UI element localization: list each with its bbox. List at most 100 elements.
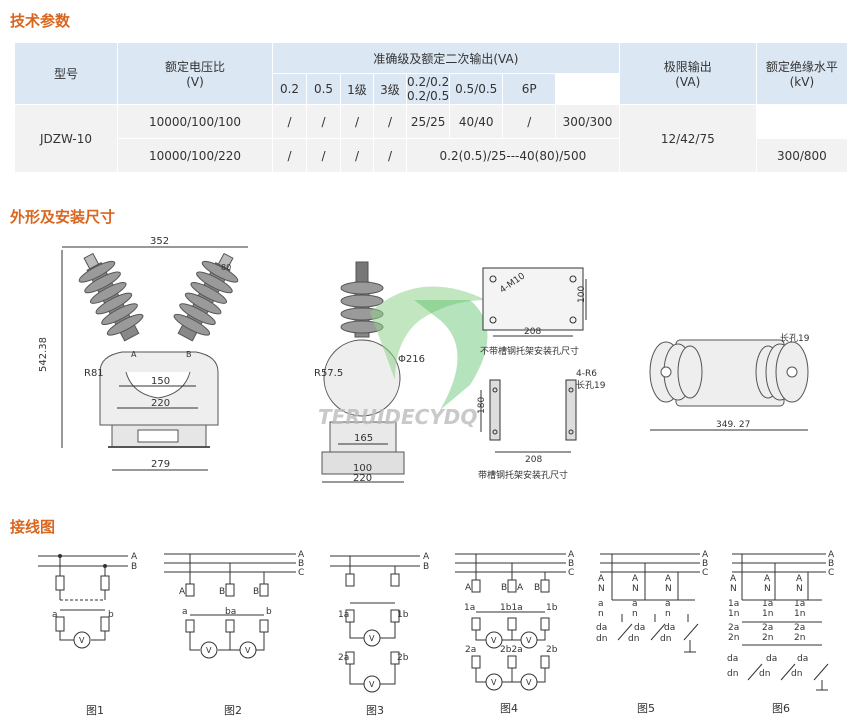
dim-349: 349. 27 <box>716 420 750 430</box>
f6-N2: N <box>764 584 771 594</box>
insulator-a <box>78 252 144 342</box>
f2-ba: ba <box>225 607 236 617</box>
header-limit: 极限输出(VA) <box>618 42 757 105</box>
cell: / <box>306 138 341 173</box>
f6-dn2: dn <box>759 669 770 679</box>
f5-A3: A <box>632 574 639 584</box>
f3-B: B <box>423 562 429 572</box>
side-view-drawing <box>321 261 405 483</box>
cell-merged: 0.2(0.5)/25---40(80)/500 <box>406 138 620 173</box>
section-title-dimensions: 外形及安装尺寸 <box>10 208 116 226</box>
f6-N: N <box>730 584 737 594</box>
sub-header: 0.5/0.5 <box>449 73 504 105</box>
front-view-drawing <box>61 246 248 471</box>
insulator-b <box>173 252 239 342</box>
f6-dn3: dn <box>791 669 802 679</box>
fig-label-2: 图2 <box>224 704 242 717</box>
f6-2a: 2a <box>728 623 739 633</box>
f1-V: V <box>79 636 85 645</box>
dim-r57: R57.5 <box>314 368 343 379</box>
f2-b: b <box>266 607 272 617</box>
f6-2n: 2n <box>728 633 739 643</box>
f2-B3: B <box>253 587 259 597</box>
f3-V2: V <box>369 680 375 689</box>
fig-label-3: 图3 <box>366 704 384 717</box>
cell: / <box>306 104 341 139</box>
f6-A: A <box>828 550 835 560</box>
section-title-wiring: 接线图 <box>10 518 56 536</box>
f4-1b1a: 1b1a <box>500 603 523 613</box>
dim-352: 352 <box>150 236 169 247</box>
f2-C: C <box>298 568 304 578</box>
f5-dn3: dn <box>660 634 671 644</box>
dim-slot19b: 长孔19 <box>780 332 810 344</box>
f5-N2: N <box>632 584 639 594</box>
dim-r6: 4-R6 <box>576 369 597 379</box>
f6-1n: 1n <box>728 609 739 619</box>
f4-V2: V <box>526 636 532 645</box>
f4-B: B <box>568 559 574 569</box>
cell-limit: 300/300 <box>555 104 620 139</box>
f4-C: C <box>568 568 574 578</box>
fig-label-1: 图1 <box>86 704 104 717</box>
f6-C: C <box>828 568 834 578</box>
dim-180: 180 <box>477 397 487 414</box>
wiring-fig6 <box>732 553 829 691</box>
cell-ratio: 10000/100/220 <box>117 138 273 173</box>
cell: / <box>373 138 407 173</box>
cell: / <box>340 138 374 173</box>
cell: / <box>373 104 407 139</box>
caption-plate-1: 不带槽钢托架安装孔尺寸 <box>480 345 579 357</box>
f5-dn2: dn <box>628 634 639 644</box>
f5-da3: da <box>664 623 675 633</box>
f1-B: B <box>131 562 137 572</box>
spec-table: 型号 额定电压比(V) 准确级及额定二次输出(VA) 极限输出(VA) 额定绝缘… <box>14 42 849 173</box>
dim-279: 279 <box>151 459 170 470</box>
f2-a: a <box>182 607 188 617</box>
dim-100: 100 <box>353 463 372 474</box>
dim-100v: 100 <box>577 286 587 303</box>
f5-N: N <box>598 584 605 594</box>
f5-A2: A <box>598 574 605 584</box>
cell-insulation: 12/42/75 <box>618 104 757 173</box>
dim-542: 542.38 <box>38 337 49 372</box>
f6-dn: dn <box>727 669 738 679</box>
f6-da: da <box>727 654 738 664</box>
f4-A: A <box>568 550 575 560</box>
dim-165: 165 <box>354 433 373 444</box>
label-b: B <box>186 350 192 359</box>
f6-2n2: 2n <box>762 633 773 643</box>
f3-2a: 2a <box>338 653 349 663</box>
dim-208a: 208 <box>524 327 541 337</box>
f6-A4: A <box>796 574 803 584</box>
fig-label-5: 图5 <box>637 702 655 715</box>
dim-208b: 208 <box>525 455 542 465</box>
sub-header: 1级 <box>340 73 374 105</box>
f4-B2: B <box>501 583 507 593</box>
wiring-fig3 <box>330 555 420 693</box>
f5-a2: a <box>632 599 638 609</box>
f3-V1: V <box>369 634 375 643</box>
f1-a: a <box>52 610 58 620</box>
watermark-text: TERUIDECYDQ <box>318 405 477 429</box>
watermark-logo: TERUIDECYDQ <box>318 286 488 429</box>
dim-220: 220 <box>151 398 170 409</box>
f4-V4: V <box>526 678 532 687</box>
f4-2b2a: 2b2a <box>500 645 523 655</box>
f5-N3: N <box>665 584 672 594</box>
f5-da: da <box>596 623 607 633</box>
f6-1a2: 1a <box>762 599 773 609</box>
header-insulation: 额定绝缘水平(kV) <box>755 42 849 105</box>
f4-1a: 1a <box>464 603 475 613</box>
f3-1a: 1a <box>338 610 349 620</box>
header-accuracy: 准确级及额定二次输出(VA) <box>272 42 620 74</box>
f4-B3: B <box>534 583 540 593</box>
f6-2a3: 2a <box>794 623 805 633</box>
dim-80: 80 <box>221 263 231 272</box>
f5-B: B <box>702 559 708 569</box>
f4-V3: V <box>491 678 497 687</box>
f4-2a: 2a <box>465 645 476 655</box>
f2-V1: V <box>206 646 212 655</box>
cell: / <box>272 138 307 173</box>
